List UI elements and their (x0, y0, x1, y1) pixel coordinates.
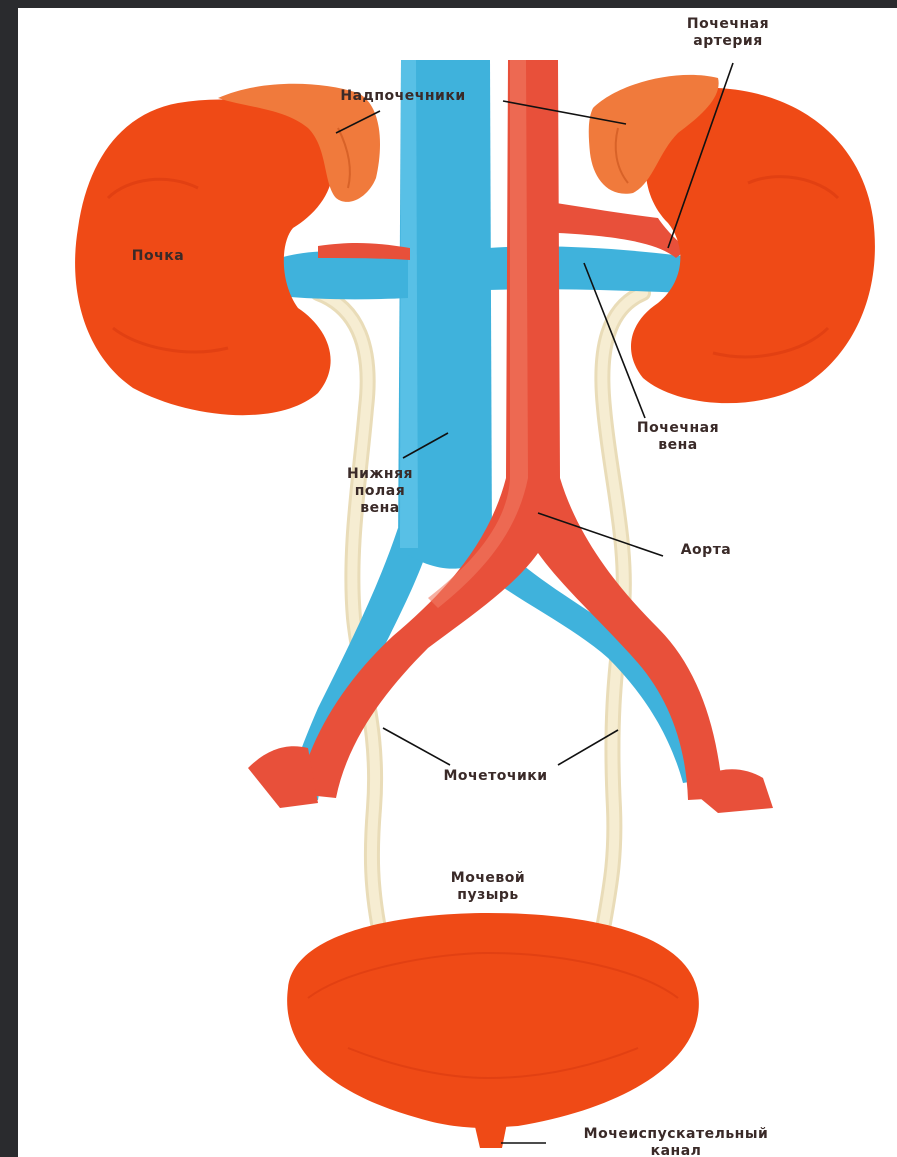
label-renal-vein: Почечная вена (618, 420, 738, 454)
diagram-canvas: Надпочечники Почечная артерия Почка Поче… (18, 8, 897, 1157)
label-ureters: Мочеточики (408, 768, 583, 785)
label-aorta: Аорта (666, 542, 746, 559)
label-urinary-bladder: Мочевой пузырь (418, 870, 558, 904)
label-urethra: Мочеиспускательный канал (546, 1126, 806, 1157)
urinary-system-diagram (18, 8, 897, 1157)
label-renal-artery: Почечная артерия (668, 16, 788, 50)
label-kidney: Почка (113, 248, 203, 265)
urinary-bladder (287, 913, 699, 1148)
leader-ureter-left (383, 728, 450, 765)
label-adrenal-glands: Надпочечники (308, 88, 498, 105)
label-inferior-vena-cava: Нижняя полая вена (330, 466, 430, 517)
